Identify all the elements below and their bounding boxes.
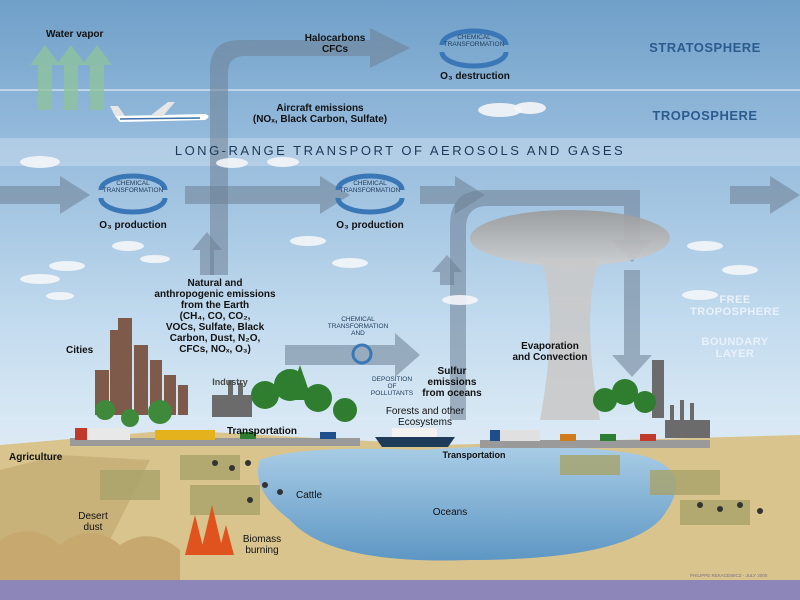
city-buildings [95, 318, 188, 415]
airplane [110, 102, 209, 122]
deposition-label: DEPOSITION OF POLLUTANTS [370, 376, 414, 397]
boundary-layer-label: BOUNDARY LAYER [701, 336, 769, 360]
water-vapor-arrows [30, 45, 112, 110]
stratosphere-label: STRATOSPHERE [649, 40, 761, 55]
water-vapor-label: Water vapor [46, 29, 104, 40]
biomass-fire [185, 505, 234, 555]
o3-destruction-label: O₃ destruction [440, 71, 510, 82]
chem-cycle-mid [335, 173, 405, 215]
clouds [20, 102, 758, 305]
transport-banner: LONG-RANGE TRANSPORT OF AEROSOLS AND GAS… [174, 143, 626, 158]
city-trees [95, 400, 172, 427]
agriculture-label: Agriculture [9, 452, 63, 463]
transportation-right-label: Transportation [442, 450, 506, 460]
natural-emissions-label: Natural and anthropogenic emissions from… [154, 278, 276, 355]
cities-label: Cities [66, 345, 94, 356]
industry [212, 360, 710, 438]
o3-production-left-label: O₃ production [99, 220, 167, 231]
halocarbons-label: Halocarbons CFCs [304, 33, 366, 55]
ship [375, 428, 455, 447]
chem-cycle-top [439, 28, 509, 69]
convection-cloud [470, 210, 670, 420]
credit-text: PHILIPPE REKACEWICZ - JULY 2000 [690, 573, 768, 578]
desert-dust-label: Desert dust [78, 511, 108, 533]
industry-label: Industry [212, 377, 248, 387]
chem-cycle-ground [351, 343, 373, 365]
chem-ground-label: CHEMICAL TRANSFORMATION AND [327, 316, 389, 337]
vehicles [75, 428, 656, 441]
evaporation-label: Evaporation and Convection [512, 341, 588, 363]
cattle [212, 460, 763, 514]
sulfur-emissions-label: Sulfur emissions from oceans [422, 366, 482, 399]
aircraft-emissions-label: Aircraft emissions (NOₓ, Black Carbon, S… [252, 103, 388, 125]
biomass-burning-label: Biomass burning [242, 534, 282, 556]
chem-cycle-left [98, 173, 168, 215]
forests-label: Forests and other Ecosystems [385, 406, 465, 428]
troposphere-label: TROPOSPHERE [652, 108, 758, 123]
oceans-label: Oceans [432, 507, 468, 518]
chem-left-label: CHEMICAL TRANSFORMATION [102, 180, 164, 194]
o3-production-mid-label: O₃ production [336, 220, 404, 231]
chem-top-label: CHEMICAL TRANSFORMATION [443, 34, 505, 48]
free-troposphere-label: FREE TROPOSPHERE [690, 294, 780, 318]
forests [251, 365, 656, 422]
banner-band [0, 138, 800, 166]
fields [100, 455, 750, 525]
chem-mid-label: CHEMICAL TRANSFORMATION [339, 180, 401, 194]
transportation-left-label: Transportation [226, 426, 297, 437]
cattle-label: Cattle [296, 490, 323, 501]
bottom-bar [0, 580, 800, 600]
roads [70, 438, 710, 448]
